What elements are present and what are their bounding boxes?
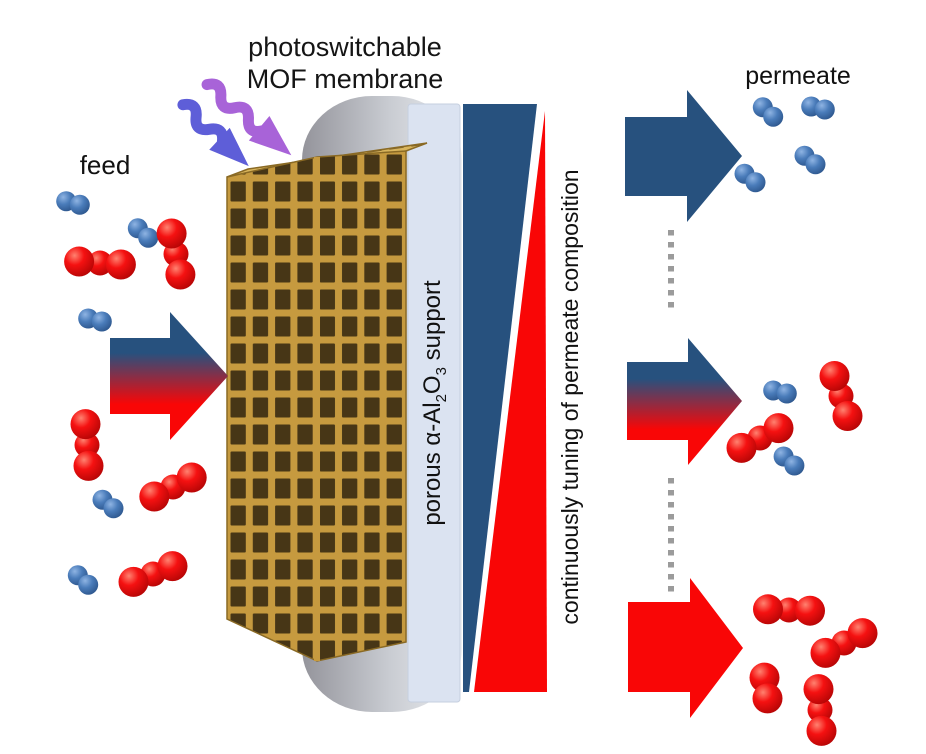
molecule-sphere (847, 618, 878, 649)
molecule-blue (67, 565, 99, 595)
permeate-arrow-middle (627, 338, 742, 465)
molecule-sphere (784, 455, 805, 476)
molecule-red (749, 662, 783, 714)
blue-fraction-wedge (463, 104, 537, 692)
molecule-blue (773, 446, 805, 476)
support-slab-label: porous α-Al2O3 support (419, 280, 450, 526)
molecule-sphere (91, 311, 112, 332)
molecule-sphere (87, 250, 113, 276)
molecule-red (810, 618, 878, 668)
molecule-red (139, 462, 207, 512)
molecule-sphere (78, 574, 99, 595)
molecule-blue (734, 163, 766, 193)
molecule-sphere (103, 498, 124, 519)
molecule-sphere (726, 432, 757, 463)
molecule-sphere (763, 413, 794, 444)
molecule-blue (78, 308, 112, 332)
molecule-sphere (157, 551, 188, 582)
molecule-sphere (165, 259, 196, 290)
molecule-sphere (69, 194, 90, 215)
molecule-sphere (70, 409, 101, 440)
molecule-blue (127, 218, 159, 248)
molecule-sphere (138, 227, 159, 248)
molecule-blue (801, 96, 835, 120)
molecule-red (118, 551, 188, 597)
molecule-sphere (805, 154, 826, 175)
support-slab (407, 103, 461, 703)
molecule-sphere (776, 597, 802, 623)
molecule-sphere (763, 106, 784, 127)
molecule-sphere (176, 462, 207, 493)
photon-arrow-blue (177, 98, 249, 167)
permeate-label: permeate (745, 62, 851, 90)
molecule-sphere (795, 595, 825, 626)
molecule-red (726, 413, 794, 463)
molecule-red (156, 218, 196, 290)
molecule-red (64, 246, 136, 280)
molecule-sphere (810, 637, 841, 668)
diagram-title-line1: photoswitchable (248, 32, 442, 62)
molecule-sphere (832, 401, 863, 431)
feed-arrow (110, 312, 228, 440)
molecule-red (70, 409, 104, 481)
diagram-title: photoswitchable MOF membrane (195, 32, 495, 96)
molecule-sphere (752, 683, 783, 714)
molecule-sphere (745, 172, 766, 193)
permeate-arrow-bottom (628, 578, 743, 718)
tuning-label: continuously tuning of permeate composit… (557, 169, 583, 625)
red-fraction-wedge (474, 111, 547, 692)
molecule-sphere (64, 246, 95, 277)
photon-arrow-purple (201, 78, 292, 156)
molecule-sphere (73, 450, 104, 481)
molecule-sphere (118, 566, 149, 597)
molecule-blue (794, 145, 826, 175)
molecule-sphere (753, 594, 783, 625)
molecule-blue (92, 489, 124, 519)
molecule-sphere (139, 481, 170, 512)
molecule-sphere (814, 99, 835, 120)
molecule-sphere (105, 249, 136, 280)
molecule-blue (763, 380, 797, 404)
molecule-sphere (806, 715, 837, 746)
molecule-red (803, 674, 837, 746)
molecule-layer (56, 96, 878, 746)
molecule-blue (56, 191, 90, 215)
permeate-arrow-top (625, 90, 742, 222)
feed-label: feed (79, 150, 131, 180)
molecule-blue (752, 97, 784, 127)
molecule-sphere (156, 218, 187, 249)
diagram-title-line2: MOF membrane (246, 63, 444, 94)
molecule-sphere (819, 361, 850, 391)
molecule-red (819, 361, 863, 431)
molecule-red (753, 594, 825, 626)
molecule-sphere (74, 432, 100, 458)
molecule-sphere (776, 383, 797, 404)
molecule-sphere (803, 674, 834, 705)
molecule-sphere (807, 697, 833, 723)
